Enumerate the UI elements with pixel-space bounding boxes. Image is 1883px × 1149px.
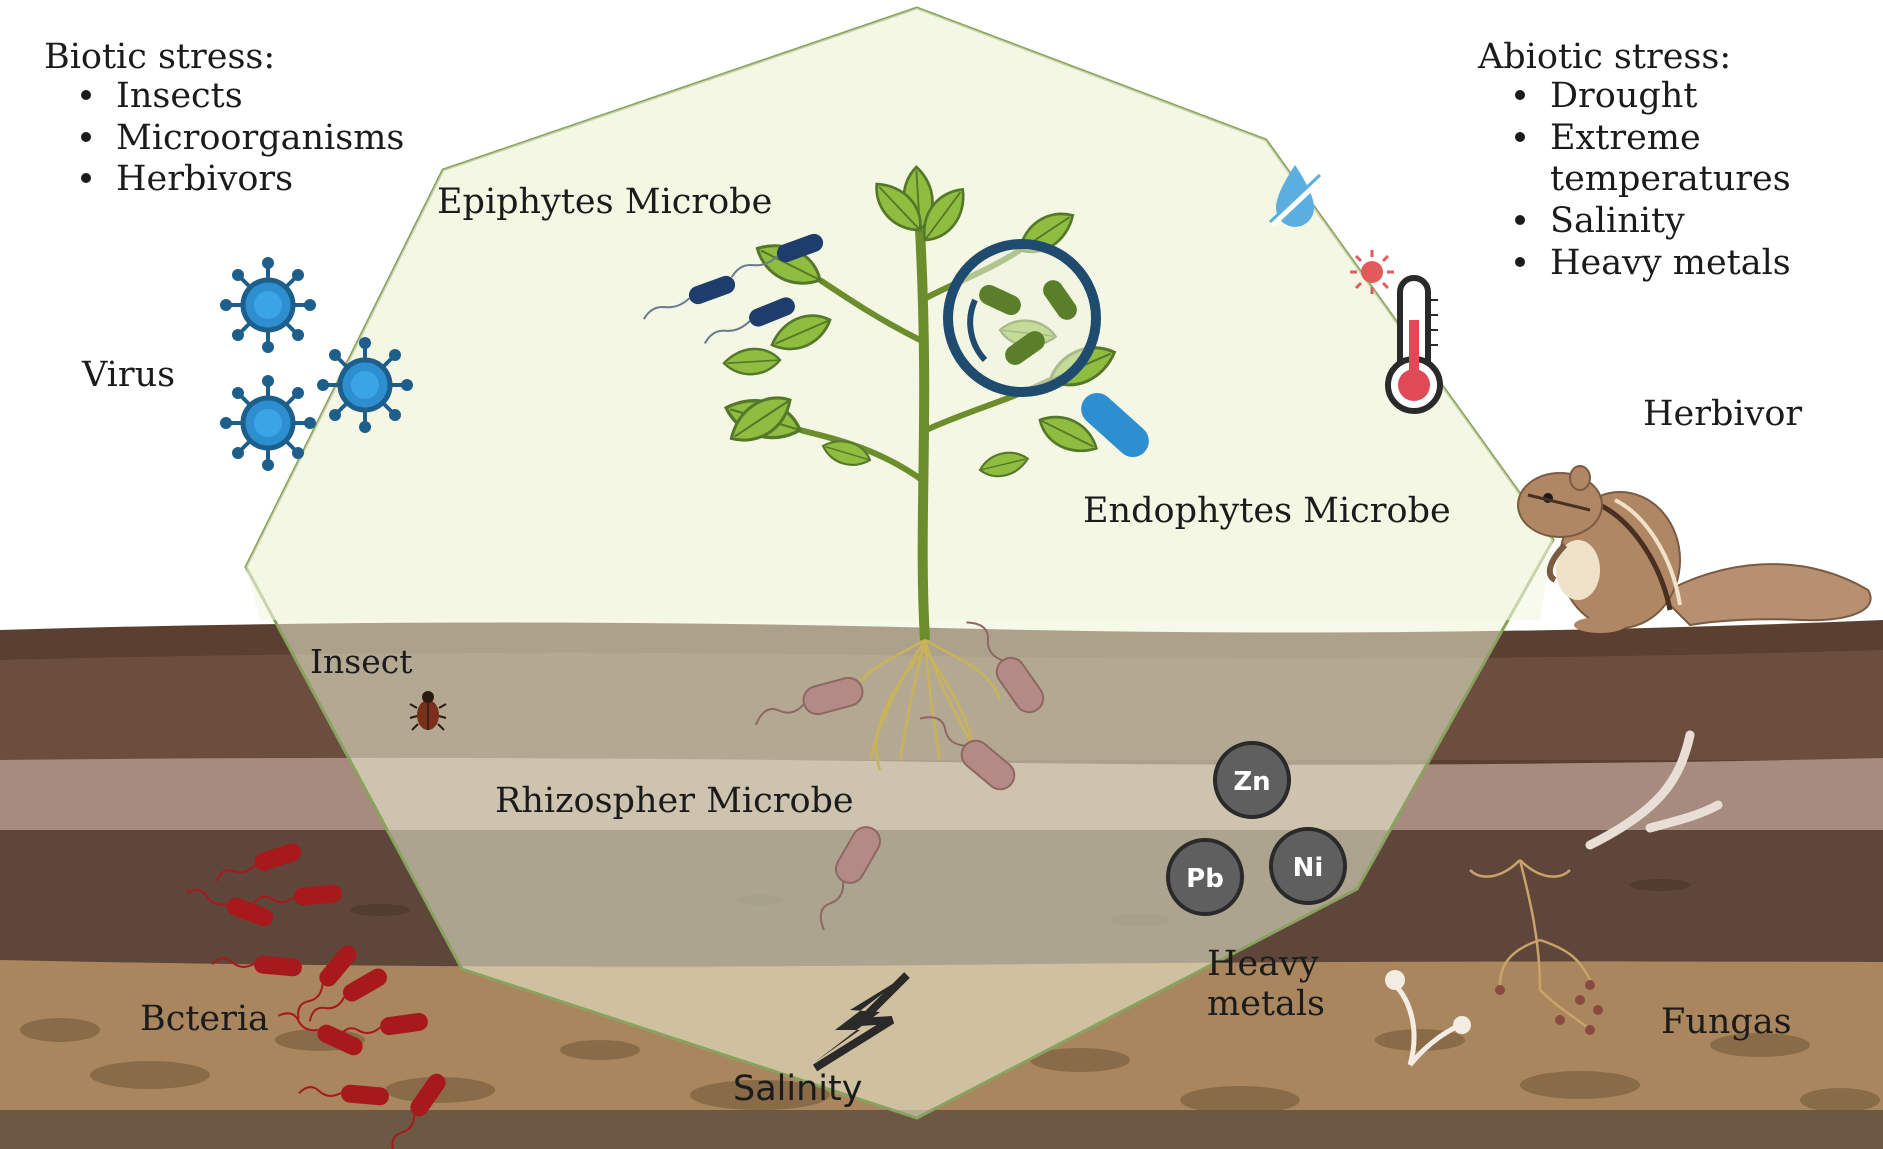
label-rhizospher-microbe: Rhizospher Microbe [495,781,854,821]
metal-label-pb: Pb [1186,864,1224,894]
magnifier-icon [943,239,1149,458]
water-drop-crossed-icon [1268,165,1325,228]
abiotic-item-temperatures: temperatures [1550,159,1791,199]
biotic-item-microorganisms: Microorganisms [116,118,404,158]
label-fungus: Fungas [1661,1002,1792,1042]
biotic-item-herbivors: Herbivors [116,159,293,199]
label-virus: Virus [81,355,175,395]
biotic-stress-list: Biotic stress: Insects Microorganisms He… [44,37,404,199]
abiotic-item-extreme: Extreme [1550,118,1701,158]
sun-icon [1350,250,1394,294]
biotic-title: Biotic stress: [44,37,275,77]
label-insect: Insect [310,642,413,681]
label-heavy: Heavy [1207,944,1319,984]
label-endophytes-microbe: Endophytes Microbe [1083,491,1451,531]
beetle-icon [409,691,447,731]
thermometer-icon [1385,275,1443,414]
abiotic-title: Abiotic stress: [1477,37,1731,77]
label-bacteria: Bcteria [140,999,269,1039]
chipmunk-icon [1517,465,1872,633]
biotic-item-insects: Insects [116,76,243,116]
abiotic-stress-list: Abiotic stress: Drought Extreme temperat… [1477,37,1791,283]
lightning-icon [812,972,910,1072]
metal-label-zn: Zn [1233,767,1270,797]
label-herbivor: Herbivor [1643,394,1802,434]
heavy-metal-pb: Pb [1166,838,1244,916]
heavy-metal-ni: Ni [1269,827,1347,905]
label-metals: metals [1207,984,1325,1024]
metal-label-ni: Ni [1293,853,1324,883]
label-epiphytes-microbe: Epiphytes Microbe [437,182,772,222]
abiotic-item-heavy-metals: Heavy metals [1550,243,1791,283]
heavy-metal-zn: Zn [1213,741,1291,819]
fungus-icon [1385,730,1723,1067]
epiphyte-bacteria-icon [642,233,824,344]
abiotic-item-drought: Drought [1550,76,1697,116]
abiotic-item-salinity: Salinity [1550,201,1685,241]
label-salinity: Salinity [733,1069,862,1109]
